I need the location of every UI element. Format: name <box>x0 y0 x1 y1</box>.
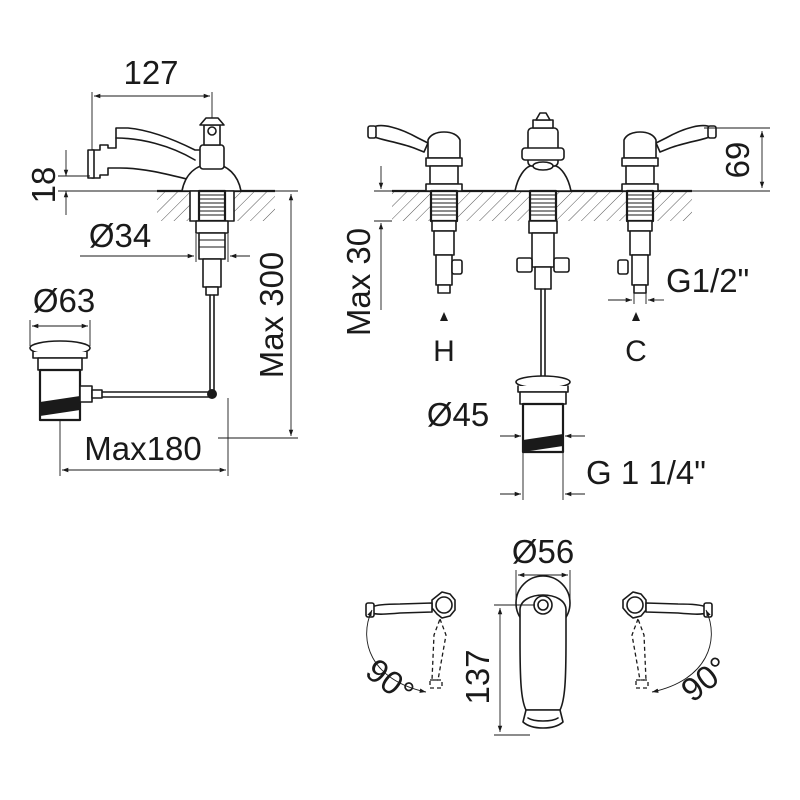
hot-indicator-arrow <box>440 312 448 321</box>
dim-waste-head: Ø63 <box>33 282 95 319</box>
rotation-left: 90° <box>359 651 421 711</box>
hot-label: H <box>433 335 455 368</box>
spout-top-view: Ø56 137 <box>459 533 574 736</box>
dim-spout-reach: 127 <box>123 54 178 91</box>
cold-indicator-arrow <box>632 312 640 321</box>
dim-connection: G1/2" <box>666 262 749 299</box>
dim-max-deck-thickness: Max 30 <box>340 228 377 336</box>
left-handle-top-view: 90° <box>359 591 456 711</box>
pop-up-waste-front <box>515 375 571 454</box>
front-view-three-hole: 69 Max 30 H C G1/2" Ø45 G 1 1/4" <box>340 112 770 500</box>
cold-label: C <box>625 335 647 368</box>
right-handle-top-view: 90° <box>622 591 736 709</box>
dim-max-reach: Max180 <box>84 430 201 467</box>
pop-up-waste-left <box>29 340 103 422</box>
central-spout <box>514 112 572 377</box>
dim-spout-height-3hole: 69 <box>719 142 756 179</box>
dim-spout-length: 137 <box>459 649 496 704</box>
top-view: 90° Ø56 137 <box>359 533 736 736</box>
rotation-right: 90° <box>674 649 736 709</box>
dim-deck-hole: Ø34 <box>89 217 151 254</box>
dim-waste-dia: Ø45 <box>427 396 489 433</box>
dim-waste-thread: G 1 1/4" <box>586 454 706 491</box>
dim-spout-height: 18 <box>25 167 62 204</box>
hot-valve <box>367 124 463 294</box>
dim-base-dia: Ø56 <box>512 533 574 570</box>
side-view-bidet-mixer: 127 18 Ø34 Ø63 Max 300 Max180 <box>25 54 298 476</box>
under-deck-body <box>99 189 235 399</box>
spout-body <box>87 117 242 192</box>
dim-max-length: Max 300 <box>253 252 290 379</box>
